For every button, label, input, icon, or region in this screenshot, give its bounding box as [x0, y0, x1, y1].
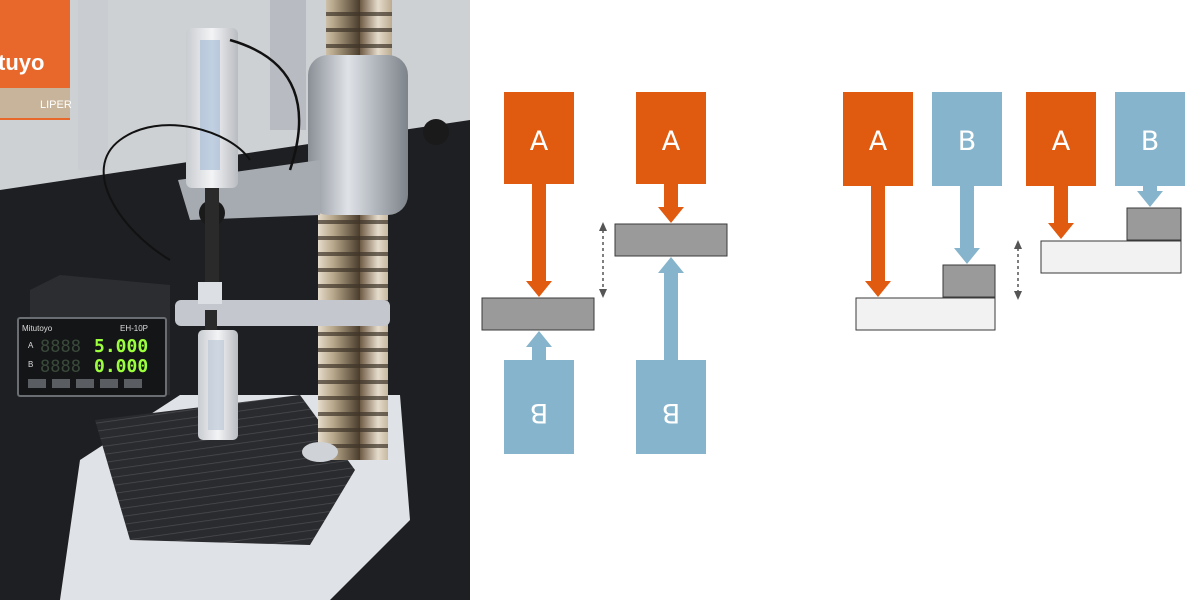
channel-a-indicator: A: [28, 341, 34, 350]
caliper-box-text: LIPER: [40, 99, 72, 111]
granite-anvil: [95, 395, 355, 545]
displacement-arrow-right: [1014, 240, 1022, 300]
label-a: A: [662, 126, 681, 157]
lower-linear-gauge: [198, 310, 238, 440]
step-block-config3: [942, 264, 996, 298]
spring-top: [326, 0, 392, 60]
base-plate-config3: [855, 297, 996, 331]
displacement-arrow-left: [599, 222, 607, 298]
label-b: B: [530, 397, 549, 428]
counter-buttons: [28, 379, 142, 388]
stand-column: [308, 55, 408, 215]
probe-b-config1: B: [504, 331, 574, 454]
label-a: A: [869, 126, 888, 157]
counter-unit: Mitutoyo EH-10P A B 8888 8888 5.000 0.00…: [17, 275, 170, 397]
label-a: A: [530, 126, 549, 157]
gauge-stand-photo: tuyo LIPER: [0, 0, 470, 600]
readout-top: 5.000: [94, 336, 148, 357]
probe-a-config3: A: [843, 92, 913, 297]
device-brand: Mitutoyo: [22, 324, 53, 333]
workpiece-config2: [614, 223, 728, 257]
label-a: A: [1052, 126, 1071, 157]
readout-bottom: 0.000: [94, 356, 148, 377]
diagram-parallel-probes: A B A B: [843, 92, 1185, 331]
probe-a-config1: A: [504, 92, 574, 297]
svg-text:8888: 8888: [40, 337, 81, 357]
label-b: B: [958, 126, 977, 157]
svg-text:8888: 8888: [40, 357, 81, 377]
diagram-opposed-probes: A B A B: [481, 92, 728, 454]
gauge-cable: [229, 38, 301, 171]
caliper-box: [0, 88, 70, 118]
probe-b-config3: B: [932, 92, 1002, 264]
upper-linear-gauge: [186, 28, 238, 304]
counter-cable: [102, 124, 251, 261]
backdrop-text: tuyo: [0, 50, 44, 75]
label-b: B: [662, 397, 681, 428]
spring-column: [318, 200, 388, 460]
label-b: B: [1141, 126, 1160, 157]
step-block-config4: [1126, 207, 1182, 241]
device-model: EH-10P: [120, 324, 148, 333]
frame-post-left: [78, 0, 108, 170]
gauge-holder: [175, 300, 390, 326]
base-plate-config4: [1040, 240, 1182, 274]
probe-a-config4: A: [1026, 92, 1096, 239]
probe-b-config2: B: [636, 257, 706, 454]
workpiece-config1: [481, 297, 595, 331]
channel-b-indicator: B: [28, 360, 33, 369]
column-knob: [423, 119, 449, 145]
probe-a-config2: A: [636, 92, 706, 223]
probe-b-config4: B: [1115, 92, 1185, 207]
base-sleeve: [302, 442, 338, 462]
